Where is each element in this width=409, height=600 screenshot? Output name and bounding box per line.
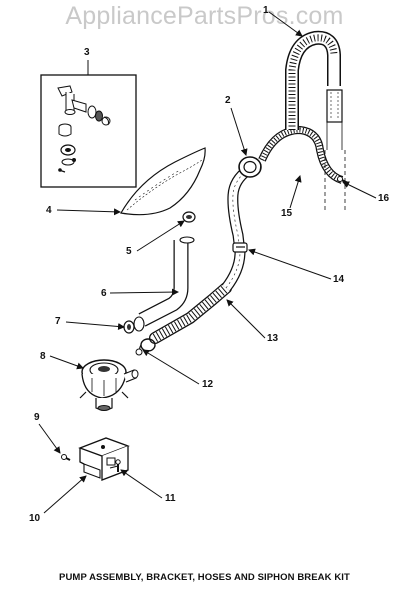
hose-clamp-14	[232, 242, 248, 253]
callout-3: 3	[84, 47, 90, 58]
callout-13: 13	[267, 333, 279, 344]
callout-5: 5	[126, 246, 132, 257]
corrugated-hose-13	[149, 165, 252, 344]
callout-9: 9	[34, 412, 40, 423]
callout-14: 14	[333, 274, 345, 285]
leader-lines	[38, 11, 377, 514]
callout-10: 10	[29, 513, 41, 524]
callout-12: 12	[202, 379, 214, 390]
diagram-caption: PUMP ASSEMBLY, BRACKET, HOSES AND SIPHON…	[59, 572, 350, 583]
callout-16: 16	[378, 193, 390, 204]
drain-pipe-6	[133, 236, 195, 332]
siphon-strap-15	[258, 125, 344, 184]
callout-8: 8	[40, 351, 46, 362]
callout-2: 2	[225, 95, 231, 106]
grommet-2	[238, 156, 262, 178]
pump-bracket-10	[78, 437, 130, 481]
callout-7: 7	[55, 316, 61, 327]
callout-1: 1	[263, 5, 269, 16]
siphon-break-kit-box	[40, 74, 137, 188]
siphon-hose-1	[285, 30, 346, 210]
drain-pump-8	[79, 359, 139, 411]
callout-11: 11	[165, 493, 176, 504]
callout-4: 4	[46, 205, 52, 216]
callout-15: 15	[281, 208, 293, 219]
hose-clamp-7	[123, 320, 135, 334]
callout-6: 6	[101, 288, 107, 299]
hose-clamp-5	[182, 211, 196, 223]
screw-9	[61, 454, 71, 461]
pump-shield	[120, 147, 206, 216]
screw-11	[115, 459, 121, 472]
